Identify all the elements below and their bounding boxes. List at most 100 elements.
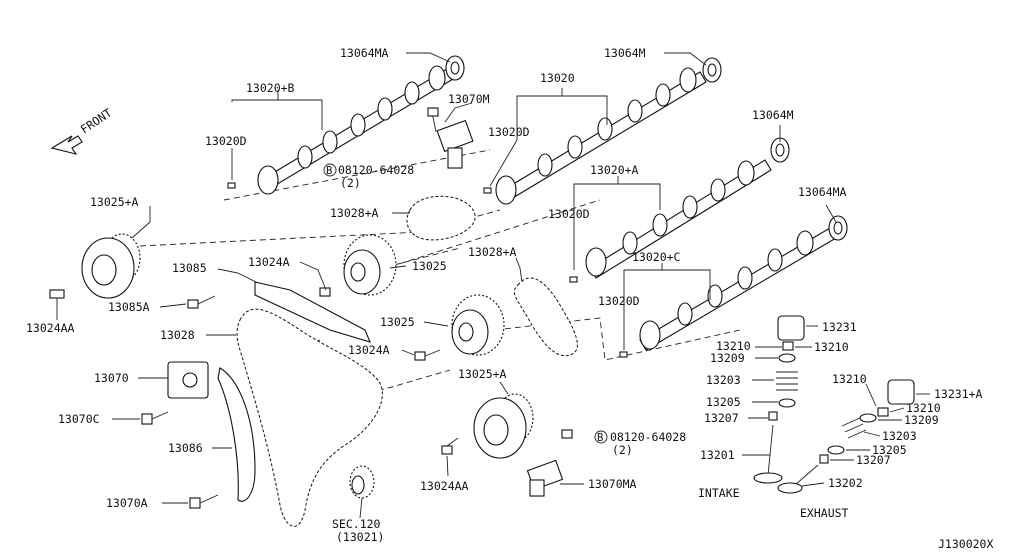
label-13070c: 13070C xyxy=(58,412,100,426)
valve-train-exhaust xyxy=(777,379,915,494)
label-08120-top: 08120-64028 xyxy=(338,163,414,177)
camshaft-13020-a xyxy=(585,159,772,279)
shim-13210-c xyxy=(877,407,889,417)
valve-lifter-13231-a xyxy=(887,379,915,405)
label-13028-a-top: 13028+A xyxy=(330,206,379,220)
label-13020d-4: 13020D xyxy=(598,294,640,308)
bolt-marker-b-top: B xyxy=(323,163,337,177)
label-13231-a: 13231+A xyxy=(934,387,983,401)
cap-13064ma-mid xyxy=(828,215,848,241)
crank-sprocket-sec120 xyxy=(349,465,375,499)
label-13025-a-top: 13025+A xyxy=(90,195,139,209)
label-13085a: 13085A xyxy=(108,300,150,314)
label-sec120: SEC.120 xyxy=(332,517,381,531)
cap-13064m-top xyxy=(702,57,722,83)
label-13070m: 13070M xyxy=(448,92,490,106)
bolt-13024a-top xyxy=(319,287,331,297)
label-13070: 13070 xyxy=(94,371,129,385)
label-13209-r: 13209 xyxy=(904,413,939,427)
label-13024a-top: 13024A xyxy=(248,255,290,269)
intake-valve-stem xyxy=(767,424,774,476)
label-13201: 13201 xyxy=(700,448,735,462)
label-13210-d: 13210 xyxy=(906,401,941,415)
sprocket-13025-a-low xyxy=(473,393,534,459)
camshaft-13020 xyxy=(495,67,707,205)
label-13064ma-top: 13064MA xyxy=(340,46,389,60)
label-13024aa-left: 13024AA xyxy=(26,321,75,335)
dowel-pin-13020d-2 xyxy=(483,187,492,194)
front-label: FRONT xyxy=(78,105,115,136)
valve-spring-13203-r xyxy=(841,417,867,439)
label-13024aa-low: 13024AA xyxy=(420,479,469,493)
valve-train-intake xyxy=(753,315,805,484)
callout-labels: 13064MA 13020+B 13020D 13070M 08120-6402… xyxy=(26,46,983,544)
seal-13207-r xyxy=(819,454,829,464)
chain-13028-a-mid xyxy=(513,277,578,357)
label-13020-a: 13020+A xyxy=(590,163,639,177)
label-13024a-low: 13024A xyxy=(348,343,390,357)
exhaust-valve-stem xyxy=(794,464,819,486)
seal-13207 xyxy=(768,411,778,421)
solenoid-13070ma xyxy=(526,459,564,497)
exhaust-valve-head xyxy=(777,482,803,494)
intake-valve-head xyxy=(753,472,783,484)
bolt-08120-low xyxy=(561,429,573,439)
label-13207: 13207 xyxy=(704,411,739,425)
label-13020-b: 13020+B xyxy=(246,81,295,95)
dowel-pin-13020d-1 xyxy=(227,182,236,189)
label-08120-low-qty: (2) xyxy=(612,443,633,457)
leader-lines xyxy=(56,52,930,519)
label-13203: 13203 xyxy=(706,373,741,387)
dowel-pin-13020d-3 xyxy=(569,276,578,283)
valve-lifter-13231 xyxy=(777,315,805,341)
label-13020d-1: 13020D xyxy=(205,134,247,148)
label-13020-c: 13020+C xyxy=(632,250,681,264)
label-13209: 13209 xyxy=(710,351,745,365)
label-13028-a-mid: 13028+A xyxy=(468,245,517,259)
solenoid-13070m xyxy=(431,111,474,169)
bolt-13024a-low xyxy=(414,349,441,361)
cap-13064m-mid xyxy=(770,137,790,163)
bolt-13024aa-left xyxy=(49,289,65,308)
bolt-13070a xyxy=(189,494,219,509)
sprocket-13025-mid xyxy=(343,234,397,296)
bolt-13070c xyxy=(141,411,169,425)
label-13207-r: 13207 xyxy=(856,453,891,467)
label-13205-r: 13205 xyxy=(872,443,907,457)
label-13025-a-low: 13025+A xyxy=(458,367,507,381)
bolt-08120-top xyxy=(427,107,439,117)
label-13064m-mid: 13064M xyxy=(752,108,794,122)
valve-spring-13203 xyxy=(776,371,798,391)
label-13210-a: 13210 xyxy=(716,339,751,353)
label-13210-c: 13210 xyxy=(832,372,867,386)
dowel-pin-13020d-4 xyxy=(619,351,628,358)
label-13020d-3: 13020D xyxy=(548,207,590,221)
label-13231: 13231 xyxy=(822,320,857,334)
bolt-marker-label: B xyxy=(597,432,603,444)
bolt-marker-label: B xyxy=(326,165,332,177)
timing-chain-13028 xyxy=(236,308,383,527)
chain-13028-a-top xyxy=(406,195,476,241)
label-13205: 13205 xyxy=(706,395,741,409)
label-13085: 13085 xyxy=(172,261,207,275)
label-13070a: 13070A xyxy=(106,496,148,510)
label-13210-b: 13210 xyxy=(814,340,849,354)
label-13028: 13028 xyxy=(160,328,195,342)
label-13086: 13086 xyxy=(168,441,203,455)
bolt-marker-b-low: B xyxy=(594,430,608,444)
sprocket-13025-low xyxy=(451,294,505,356)
label-13202: 13202 xyxy=(828,476,863,490)
bolt-13085a xyxy=(187,295,216,309)
camshaft-13020-c xyxy=(639,227,837,351)
label-sec120-ref: (13021) xyxy=(336,530,384,544)
front-arrow-icon: FRONT xyxy=(50,105,115,155)
label-08120-top-qty: (2) xyxy=(340,176,361,190)
retainer-13209 xyxy=(778,353,796,363)
label-13070ma: 13070MA xyxy=(588,477,637,491)
label-08120-low: 08120-64028 xyxy=(610,430,686,444)
bolt-13024aa-low xyxy=(441,437,459,455)
chain-guide-13085 xyxy=(254,281,371,343)
label-13203-r: 13203 xyxy=(882,429,917,443)
camshaft-13020-b xyxy=(257,65,459,195)
